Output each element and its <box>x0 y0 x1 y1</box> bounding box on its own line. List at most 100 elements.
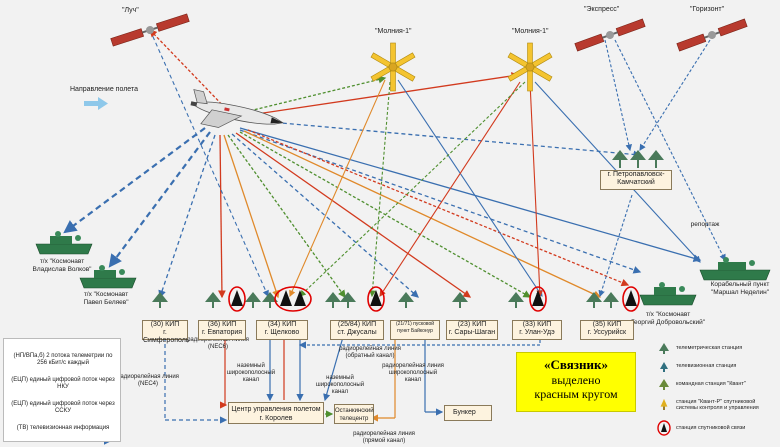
ship-nedelin-label-2: "Маршал Неделин" <box>711 289 770 296</box>
ground-wide1-label-3: канал <box>243 377 260 383</box>
ground-wide1-label-2: широкополосный <box>227 369 275 376</box>
nes4-label-1: радиорелейная линия <box>117 373 179 380</box>
station-simferopol: (30) КИП г. Симферополь <box>142 320 189 344</box>
station-ussuriysk-line-1: (35) КИП <box>592 321 622 328</box>
petropavlovsk-box: г. Петропавловск- Камчатский <box>600 170 672 190</box>
satellite-molniya-1-right <box>507 42 553 92</box>
svyaznik-stations <box>228 286 640 312</box>
relay-direct-label-1: радиорелейная линия <box>353 430 415 437</box>
satellite-gorizont <box>676 18 748 52</box>
relay-back-label-1: радиорелейная линия <box>339 345 401 352</box>
mission-control-center: Центр управления полетом г. Королев <box>228 402 324 424</box>
station-baikonur-line-2: пункт Байконур <box>397 328 433 334</box>
ship-dobrovolsky-label-1: т/х "Космонавт <box>646 311 690 318</box>
relay-direct-label-2: (прямой канал) <box>363 437 406 444</box>
station-dzhusaly-line-1: (25/84) КИП <box>337 321 377 328</box>
satellite-comm-station-icon <box>657 420 671 436</box>
petropavlovsk-line-1: г. Петропавловск- <box>607 171 665 178</box>
station-ulan-ude-line-1: (33) КИП <box>522 321 552 328</box>
svyaznik-note-title: «Связник» <box>544 357 608 372</box>
station-baikonur-line-1: (21/71) пусковой <box>395 321 435 327</box>
station-simferopol-line-2: г. Симферополь <box>143 329 190 344</box>
ostankino-line-2: телецентр <box>339 416 369 422</box>
kvant-r-station-icon <box>660 398 668 410</box>
station-antennas <box>152 292 619 308</box>
ship-belyaev-label-2: Павел Беляев" <box>83 299 129 306</box>
legend-tv: (ТВ) телевизионная информация <box>16 425 110 431</box>
ground-wide2-label-1: наземный <box>326 374 354 381</box>
mcc-line-1: Центр управления полетом <box>231 406 321 413</box>
legend-kvant-r-station: станция "Квант-Р" спутниковой системы ко… <box>676 399 759 411</box>
station-ulan-ude-line-2: г. Улан-Удэ <box>519 329 555 336</box>
legend-command-station: командная станция "Квант" <box>676 381 746 387</box>
petropavlovsk-line-2: Камчатский <box>617 179 655 186</box>
station-ussuriysk-line-2: г. Уссурийск <box>587 329 627 336</box>
svyaznik-note-line-2: выделено <box>551 373 601 387</box>
svyaznik-evpatoria <box>228 286 246 312</box>
ekspress-label: "Экспресс" <box>584 6 620 13</box>
station-ussuriysk: (35) КИП г. Уссурийск <box>580 320 634 340</box>
legend-ecp-nku: (ЕЦП) единый цифровой поток через НКУ <box>11 377 115 390</box>
ship-volkov-label-1: т/х "Космонавт <box>40 258 84 265</box>
station-shchelkovo-line-1: (34) КИП <box>267 321 297 328</box>
ship-volkov <box>35 231 93 255</box>
ship-dobrovolsky <box>639 282 697 306</box>
svyaznik-note-line-3: красным кругом <box>534 387 618 401</box>
relay-wide-label-1: радиорелейная линия <box>382 362 444 369</box>
ship-dobrovolsky-label-2: Георгий Добровольский" <box>631 318 706 326</box>
svyaznik-shchelkovo <box>274 286 312 312</box>
satellite-luch <box>110 13 190 47</box>
legend-tv-station: телевизионная станция <box>676 363 737 369</box>
station-shchelkovo-line-2: г. Щелково <box>264 329 300 336</box>
mcc-line-2: г. Королев <box>259 415 293 422</box>
ship-nedelin-label-1: Корабельный пункт <box>711 280 770 288</box>
ship-nedelin <box>699 257 771 281</box>
station-sary-shagan-line-2: г. Сары-Шаган <box>448 329 496 336</box>
station-evpatoria: (36) КИП г. Евпатория <box>198 320 246 340</box>
legend-ecp-ssku: (ЕЦП) единый цифровой поток через ССКУ <box>11 401 115 414</box>
station-baikonur: (21/71) пусковой пункт Байконур <box>390 320 440 340</box>
station-sary-shagan-line-1: (23) КИП <box>457 321 487 328</box>
station-dzhusaly-line-2: ст. Джусалы <box>337 329 377 336</box>
ground-wide2-label-2: широкополосный <box>316 381 364 388</box>
relay-wide-label-3: канал <box>405 377 422 383</box>
nes6-label-2: (NEC6) <box>208 344 228 350</box>
satellite-molniya-1-left <box>370 42 416 92</box>
station-evpatoria-line-1: (36) КИП <box>207 321 237 328</box>
command-station-icon <box>659 379 669 390</box>
ship-belyaev <box>79 265 137 289</box>
station-shchelkovo: (34) КИП г. Щелково <box>256 320 308 340</box>
legend-telemetry: (НП/ВПа,б) 2 потока телеметрии по 256 кБ… <box>13 353 113 366</box>
bunker-box: Бункер <box>444 405 492 421</box>
direction-label: Направление полета <box>70 86 138 93</box>
station-dzhusaly: (25/84) КИП ст. Джусалы <box>330 320 384 340</box>
ship-labels: т/х "Космонавт Владислав Волков" т/х "Ко… <box>33 221 770 326</box>
ostankino-line-1: Останкинский <box>335 408 374 414</box>
svyaznik-ussuriysk <box>622 286 640 312</box>
satellite-links <box>149 29 726 298</box>
luch-label: "Луч" <box>122 7 139 14</box>
ship-belyaev-label-1: т/х "Космонавт <box>84 291 128 298</box>
ground-links <box>164 329 541 424</box>
relay-wide-label-2: широкополосный <box>389 369 437 376</box>
bunker-label: Бункер <box>453 409 476 416</box>
line-legend: (НП/ВПа,б) 2 потока телеметрии по 256 кБ… <box>3 338 121 442</box>
satellite-labels: "Луч" "Молния-1" "Молния-1" "Экспресс" "… <box>70 6 725 93</box>
ground-wide1-label-1: наземный <box>237 362 265 369</box>
station-sary-shagan: (23) КИП г. Сары-Шаган <box>446 320 498 340</box>
legend-satellite-comm-station: станция спутниковой связи <box>676 425 746 431</box>
nes4-label-2: (NEC4) <box>138 381 158 387</box>
flight-direction-arrow <box>84 97 108 110</box>
station-simferopol-line-1: (30) КИП <box>150 321 180 328</box>
reportazh-label: репортаж <box>691 221 720 228</box>
telemetry-station-icon <box>659 343 669 354</box>
legend-telemetry-station: телеметрическая станция <box>676 345 743 351</box>
tv-station-icon <box>660 362 668 372</box>
svyaznik-dzhusaly <box>367 286 385 312</box>
station-ulan-ude: (33) КИП г. Улан-Удэ <box>512 320 562 340</box>
station-evpatoria-line-2: г. Евпатория <box>201 329 243 336</box>
relay-back-label-2: (обратный канал) <box>346 352 395 359</box>
ground-wide2-label-3: канал <box>332 389 349 395</box>
